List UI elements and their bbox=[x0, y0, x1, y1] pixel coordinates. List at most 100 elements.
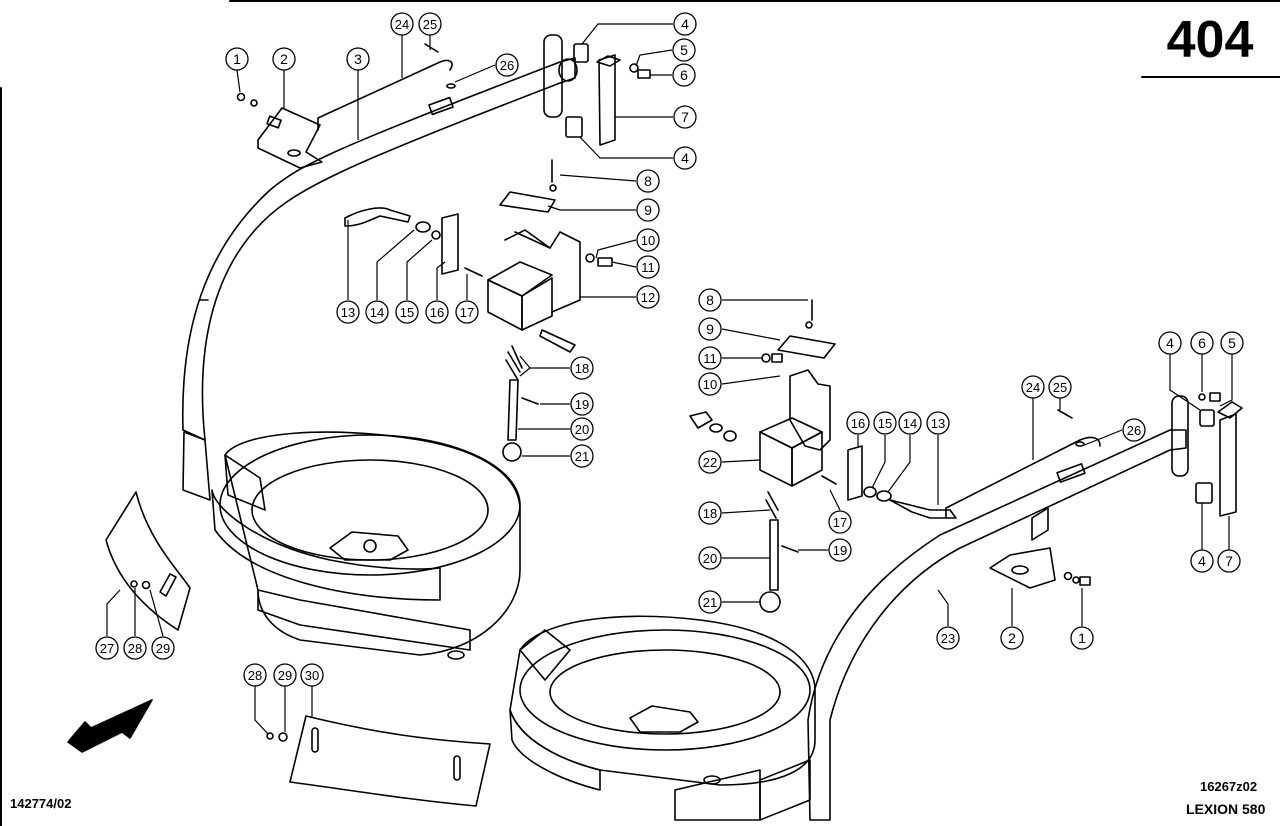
callout-circle bbox=[698, 346, 722, 370]
callout-circle bbox=[1190, 549, 1214, 573]
callout-left-26: 26 bbox=[495, 53, 519, 77]
callout-circle bbox=[455, 300, 479, 324]
callout-left-11: 11 bbox=[636, 255, 660, 279]
callout-circle bbox=[636, 198, 660, 222]
callout-circle bbox=[873, 411, 897, 435]
leader-l-5 bbox=[635, 49, 673, 67]
right-rod-24 bbox=[945, 409, 1101, 519]
callout-r-25: 25 bbox=[1048, 375, 1072, 399]
callout-circle bbox=[495, 53, 519, 77]
left-hopper bbox=[211, 431, 521, 660]
left-frame-tube bbox=[181, 34, 578, 501]
leader-r-10 bbox=[721, 375, 781, 385]
callout-circle bbox=[698, 372, 722, 396]
callout-label: 30 bbox=[305, 668, 319, 683]
callout-label: 3 bbox=[354, 51, 362, 67]
callout-circle bbox=[95, 636, 119, 660]
callout-left-8: 8 bbox=[636, 169, 660, 193]
callout-r-18: 18 bbox=[698, 501, 722, 525]
left-pin-7 bbox=[565, 43, 651, 146]
callout-left-17: 17 bbox=[455, 300, 479, 324]
callout-label: 18 bbox=[575, 361, 589, 376]
leader-l-16 bbox=[436, 261, 446, 300]
callout-circle bbox=[123, 636, 147, 660]
callout-circle bbox=[1217, 549, 1241, 573]
callout-circle bbox=[926, 411, 950, 435]
callout-circle bbox=[672, 63, 696, 87]
callout-label: 15 bbox=[878, 416, 892, 431]
callout-circle bbox=[570, 392, 594, 416]
drawing-ref-right: 16267z02 bbox=[1200, 779, 1258, 794]
callout-circle bbox=[390, 12, 414, 36]
shield-part-30 bbox=[266, 715, 491, 807]
model-name: LEXION 580 bbox=[1186, 801, 1266, 817]
drawing-ref-left: 142774/02 bbox=[10, 796, 72, 811]
callout-label: 26 bbox=[1127, 423, 1141, 438]
callout-label: 1 bbox=[1078, 630, 1086, 646]
right-frame-tube bbox=[674, 395, 1189, 821]
callout-left-20: 20 bbox=[570, 417, 594, 441]
leader-l-4b bbox=[579, 136, 673, 159]
callout-circle bbox=[698, 590, 722, 614]
callout-circle bbox=[346, 47, 370, 71]
callout-label: 16 bbox=[851, 416, 865, 431]
callout-label: 19 bbox=[833, 543, 847, 558]
callout-label: 14 bbox=[903, 416, 917, 431]
callout-label: 8 bbox=[706, 292, 714, 308]
callout-circle bbox=[1000, 626, 1024, 650]
shield-part-27 bbox=[105, 491, 191, 631]
callout-label: 19 bbox=[575, 397, 589, 412]
callout-circle bbox=[1122, 418, 1146, 442]
callout-r-9: 9 bbox=[698, 317, 722, 341]
callout-b-28b: 28 bbox=[243, 663, 267, 687]
callout-label: 29 bbox=[278, 668, 292, 683]
callout-label: 8 bbox=[644, 173, 652, 189]
callout-circle bbox=[698, 546, 722, 570]
callout-r-16: 16 bbox=[846, 411, 870, 435]
callout-label: 15 bbox=[400, 305, 414, 320]
callout-left-3: 3 bbox=[346, 47, 370, 71]
leader-l-18 bbox=[519, 355, 570, 377]
callout-label: 7 bbox=[681, 109, 689, 125]
callout-label: 13 bbox=[341, 305, 355, 320]
callout-label: 10 bbox=[641, 233, 655, 248]
callout-label: 2 bbox=[1008, 630, 1016, 646]
leader-r-15 bbox=[871, 435, 886, 489]
callout-circle bbox=[570, 356, 594, 380]
callout-r-15: 15 bbox=[873, 411, 897, 435]
callout-circle bbox=[673, 105, 697, 129]
callout-r-6: 6 bbox=[1190, 331, 1214, 355]
leader-b-28b bbox=[254, 686, 269, 735]
callout-r-22: 22 bbox=[698, 450, 722, 474]
callout-left-13: 13 bbox=[336, 300, 360, 324]
callout-left-14: 14 bbox=[365, 300, 389, 324]
leader-l-8 bbox=[559, 174, 637, 182]
callout-label: 12 bbox=[641, 290, 655, 305]
callout-circle bbox=[673, 12, 697, 36]
leader-r-14 bbox=[887, 435, 911, 493]
callout-b-27: 27 bbox=[95, 636, 119, 660]
callout-circle bbox=[151, 636, 175, 660]
callout-label: 29 bbox=[156, 641, 170, 656]
callout-circle bbox=[828, 510, 852, 534]
leader-b-29a bbox=[149, 589, 164, 637]
callout-circle bbox=[418, 12, 442, 36]
callout-label: 9 bbox=[644, 202, 652, 218]
callout-left-6: 6 bbox=[672, 63, 696, 87]
callout-r-1: 1 bbox=[1070, 626, 1094, 650]
callout-label: 6 bbox=[1198, 335, 1206, 351]
leader-r-18 bbox=[721, 509, 771, 514]
callout-circle bbox=[336, 300, 360, 324]
callout-r-4a: 4 bbox=[1158, 331, 1182, 355]
callout-left-2: 2 bbox=[272, 47, 296, 71]
callout-label: 17 bbox=[833, 515, 847, 530]
callout-circle bbox=[1220, 331, 1244, 355]
callout-b-29b: 29 bbox=[273, 663, 297, 687]
callout-label: 1 bbox=[233, 51, 241, 67]
callout-label: 9 bbox=[706, 321, 714, 337]
leader-l-9 bbox=[547, 205, 636, 211]
callout-circle bbox=[1190, 331, 1214, 355]
leader-l-26 bbox=[454, 64, 496, 83]
callout-circle bbox=[395, 300, 419, 324]
